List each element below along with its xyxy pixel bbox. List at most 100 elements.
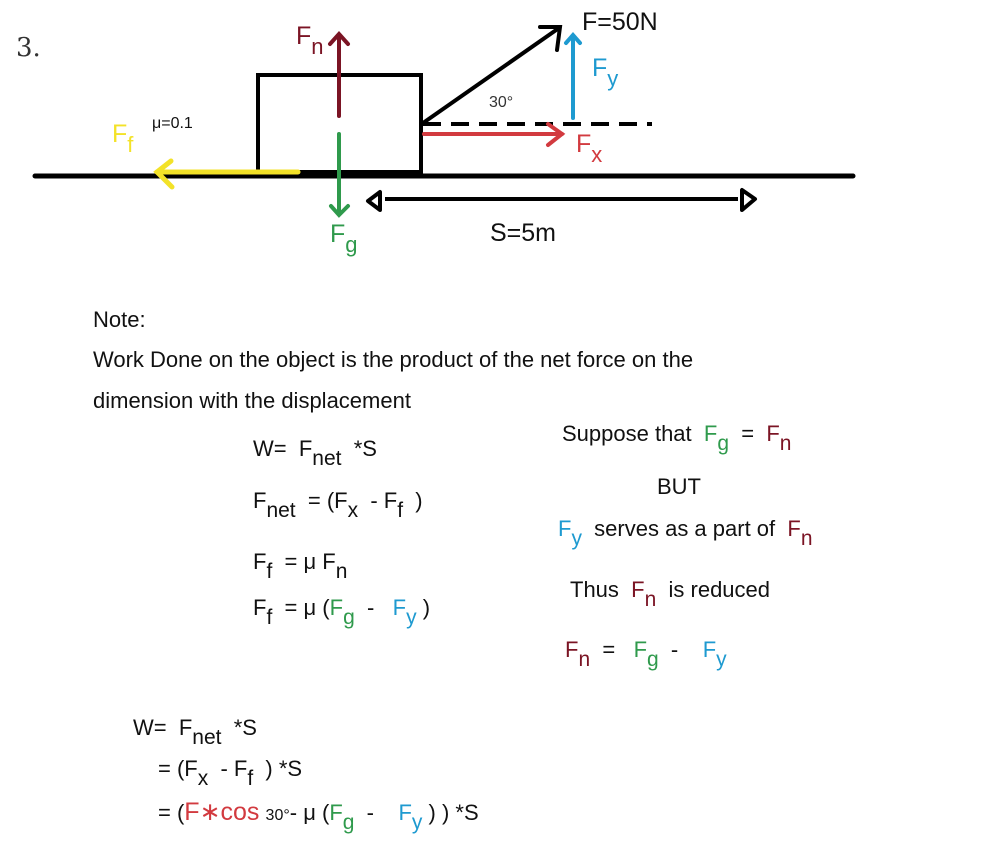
free-body-diagram: [32, 25, 856, 218]
formula-term: = μ: [272, 549, 322, 574]
note-line-1: Work Done on the object is the product o…: [93, 347, 694, 372]
formula-term: f: [247, 756, 253, 789]
formula-term: Fnet: [253, 488, 296, 522]
friction-coefficient: μ=0.1: [152, 115, 193, 132]
reasoning-line: Suppose that Fg = Fn: [562, 421, 791, 455]
label-main: F: [592, 54, 608, 82]
label-main: F: [112, 120, 128, 148]
formula-term: Ff: [253, 595, 272, 629]
formula-term: Fn: [631, 577, 656, 611]
vertical-component-label: Fy: [592, 54, 618, 90]
term-main: -: [658, 637, 703, 662]
term-main: serves as a part of: [581, 516, 788, 541]
problem-number: 3.: [16, 33, 41, 63]
term-main: = (: [158, 800, 185, 825]
formula-term: Fg: [329, 595, 355, 629]
term-main: F: [558, 516, 572, 541]
note-title: Note:: [93, 307, 146, 332]
reasoning-line: Thus Fn is reduced: [570, 577, 771, 611]
term-main: ) *S: [253, 756, 303, 781]
term-main: *S: [221, 715, 257, 740]
term-main: W=: [253, 436, 299, 461]
horizontal-component-label: Fx: [576, 132, 602, 166]
term-main: F: [787, 516, 801, 541]
term-subscript: y: [406, 606, 417, 629]
formula-term: BUT: [657, 474, 701, 499]
term-main: F: [322, 549, 336, 574]
term-subscript: n: [779, 432, 792, 455]
solution-line: W= Fnet *S: [133, 715, 257, 749]
term-subscript: g: [343, 606, 355, 629]
label-subscript: x: [591, 142, 603, 167]
term-subscript: net: [312, 447, 342, 470]
term-main: BUT: [657, 474, 701, 499]
term-main: F: [253, 549, 267, 574]
term-main: F: [298, 436, 313, 461]
term-subscript: n: [644, 588, 657, 611]
applied-force-label: F=50N: [582, 8, 658, 36]
formula-term: Fy: [558, 516, 582, 550]
term-main: F: [329, 595, 344, 620]
term-main: -: [354, 800, 399, 825]
gravity-force-arrow: [329, 132, 350, 218]
term-main: ) ) *S: [422, 800, 479, 825]
reasoning-line: BUT: [657, 476, 701, 498]
term-main: -: [354, 595, 393, 620]
term-subscript: net: [192, 726, 222, 749]
formula-term: W=: [133, 715, 179, 740]
label-subscript: y: [607, 66, 619, 91]
formula-term: =: [590, 637, 633, 662]
formula-term: Fy: [398, 800, 422, 834]
angle-label: 30°: [489, 94, 514, 111]
formula-term: - F: [208, 756, 247, 781]
term-main: F: [398, 800, 412, 825]
term-main: = μ (: [272, 595, 330, 620]
term-main: =: [729, 421, 767, 446]
formula-term: serves as a part of: [582, 516, 787, 541]
term-subscript: f: [266, 606, 273, 629]
term-main: = (F: [295, 488, 348, 513]
term-main: ): [416, 595, 431, 620]
formula-term: = μ (: [272, 595, 330, 620]
formula-line: Ff = μ Fn: [253, 549, 347, 583]
formula-term: Fn: [766, 421, 791, 455]
term-subscript: n: [335, 560, 348, 583]
term-main: ): [403, 488, 423, 513]
term-subscript: net: [266, 499, 296, 522]
term-main: F: [703, 421, 718, 446]
formula-term: Fy: [393, 595, 417, 629]
formula-term: 30°: [266, 807, 290, 824]
formula-term: ): [417, 595, 430, 620]
formula-term: F∗cos: [184, 798, 259, 826]
formula-line: Fnet = (Fx - Ff ): [253, 488, 423, 522]
solution-line: = (F∗cos 30°- μ (Fg - Fy ) ) *S: [158, 798, 479, 834]
normal-force-arrow: [328, 31, 350, 118]
term-main: is reduced: [656, 577, 771, 602]
term-subscript: f: [397, 499, 404, 522]
term-main: - μ (: [289, 800, 330, 825]
term-subscript: x: [197, 767, 209, 790]
term-subscript: g: [717, 432, 730, 455]
term-subscript: f: [266, 560, 273, 583]
formula-term: ) *S: [253, 756, 302, 781]
term-main: = μ: [272, 549, 323, 574]
formula-term: Fnet: [298, 436, 342, 470]
term-main: Suppose that: [562, 421, 704, 446]
term-main: F∗cos: [184, 798, 260, 826]
formula-term: Fn: [565, 637, 590, 671]
term-main: =: [590, 637, 634, 662]
formula-term: = (F: [296, 488, 348, 513]
formula-term: -: [659, 637, 703, 662]
formula-term: ) ) *S: [422, 800, 479, 825]
normal-force-label: Fn: [296, 24, 324, 58]
formula-term: =: [729, 421, 766, 446]
term-subscript: x: [347, 499, 359, 522]
formula-term: Fg: [703, 421, 729, 455]
formula-line: W= Fnet *S: [253, 436, 377, 470]
gravity-force-label: Fg: [330, 222, 358, 256]
term-subscript: y: [716, 648, 727, 671]
note-line-2: dimension with the displacement: [93, 388, 411, 413]
term-main: F: [631, 577, 645, 602]
formula-term: Thus: [570, 577, 631, 602]
term-main: F: [253, 488, 267, 513]
